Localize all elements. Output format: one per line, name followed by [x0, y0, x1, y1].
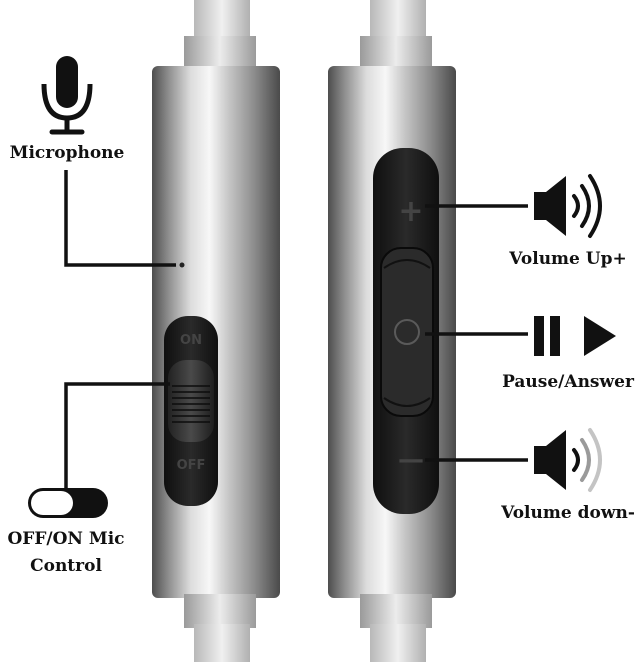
mic-control-callout-line — [64, 382, 170, 488]
volume-up-button[interactable]: + — [398, 194, 423, 229]
play-pause-icon — [534, 316, 616, 356]
mic-control-label-line2: Control — [30, 556, 102, 576]
play-pause-button[interactable] — [380, 247, 434, 417]
right-cable-top — [370, 0, 426, 40]
left-remote: ON OFF — [152, 0, 280, 662]
mic-hole — [179, 262, 185, 268]
minus-mark: — — [398, 445, 424, 475]
center-button-edge-top — [383, 259, 431, 269]
center-button-body — [380, 247, 434, 417]
knob-body — [168, 360, 214, 442]
switch-on-mark: ON — [180, 333, 202, 348]
microphone-callout-line — [64, 170, 176, 267]
pause-answer-label: Pause/Answer — [502, 372, 635, 392]
right-remote: + — — [328, 0, 456, 662]
microphone-icon — [41, 56, 93, 135]
left-cap-top — [184, 36, 256, 70]
left-cable-top — [194, 0, 250, 40]
right-cable-bottom — [370, 624, 426, 662]
switch-off-mark: OFF — [177, 458, 206, 473]
volume-down-label: Volume down- — [500, 503, 635, 523]
knob-grip — [172, 385, 210, 423]
left-cap-bottom — [184, 594, 256, 628]
mic-control-label-line1: OFF/ON Mic — [7, 529, 124, 549]
speaker-quiet-icon — [534, 428, 602, 492]
plus-mark: + — [398, 194, 423, 229]
right-cap-bottom — [360, 594, 432, 628]
mic-switch-knob[interactable] — [168, 360, 214, 442]
center-button-dot — [394, 319, 420, 345]
toggle-switch-icon — [28, 488, 108, 518]
speaker-loud-icon — [534, 174, 602, 238]
center-button-edge-bottom — [383, 397, 431, 407]
callout-lines — [64, 170, 528, 488]
volume-up-label: Volume Up+ — [508, 249, 626, 269]
right-cap-top — [360, 36, 432, 70]
microphone-label: Microphone — [10, 143, 125, 163]
left-cable-bottom — [194, 624, 250, 662]
volume-down-button[interactable]: — — [398, 445, 424, 475]
